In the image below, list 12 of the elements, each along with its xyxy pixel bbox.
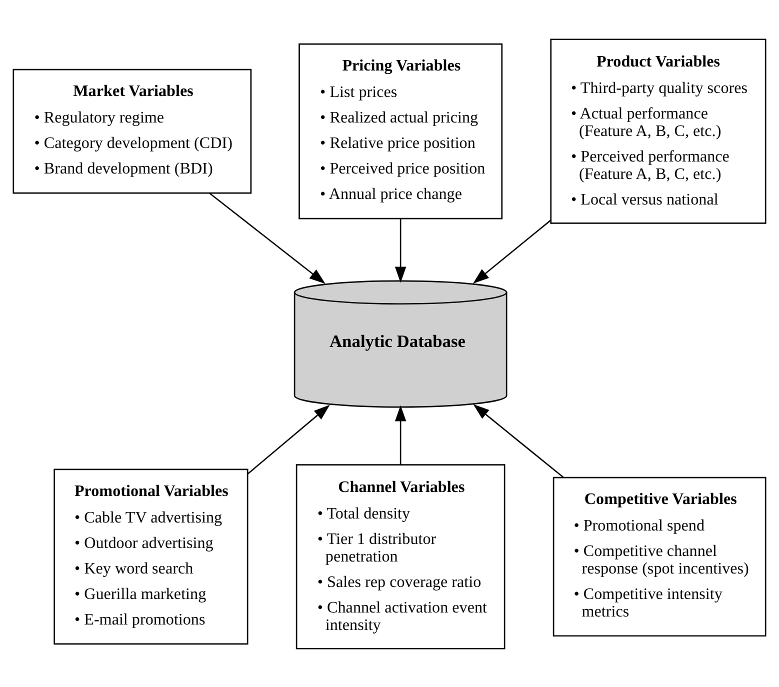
node-box: Market Variables • Regulatory regime • Category development (CDI) • Brand development (BDI) xyxy=(12,68,252,194)
node-box: Channel Variables • Total density • Tier 1 distributor penetration • Sales rep coverage ratio • Channel activation event intensity xyxy=(296,464,506,649)
arrow xyxy=(394,218,406,282)
arrow xyxy=(472,219,552,284)
node-box: Promotional Variables • Cable TV advertising • Outdoor advertising • Key word search • Guerilla marketing • E-mail promotions xyxy=(54,468,248,644)
node-box: Competitive Variables • Promotional spend • Competitive channel response (spot incentives) • Competitive intensity metrics xyxy=(552,476,766,636)
node-box: Pricing Variables • List prices • Realized actual pricing • Relative price position • Perceived price position • Annual price change xyxy=(298,42,503,219)
node-box: Product Variables • Third-party quality scores • Actual performance (Feature A, B, C, etc.) • Perceived performance (Feature A, B, C, etc.) • Local versus national xyxy=(550,38,766,224)
arrow xyxy=(209,192,326,284)
arrow xyxy=(394,404,406,464)
arrow xyxy=(247,404,330,474)
arrow xyxy=(473,404,564,478)
